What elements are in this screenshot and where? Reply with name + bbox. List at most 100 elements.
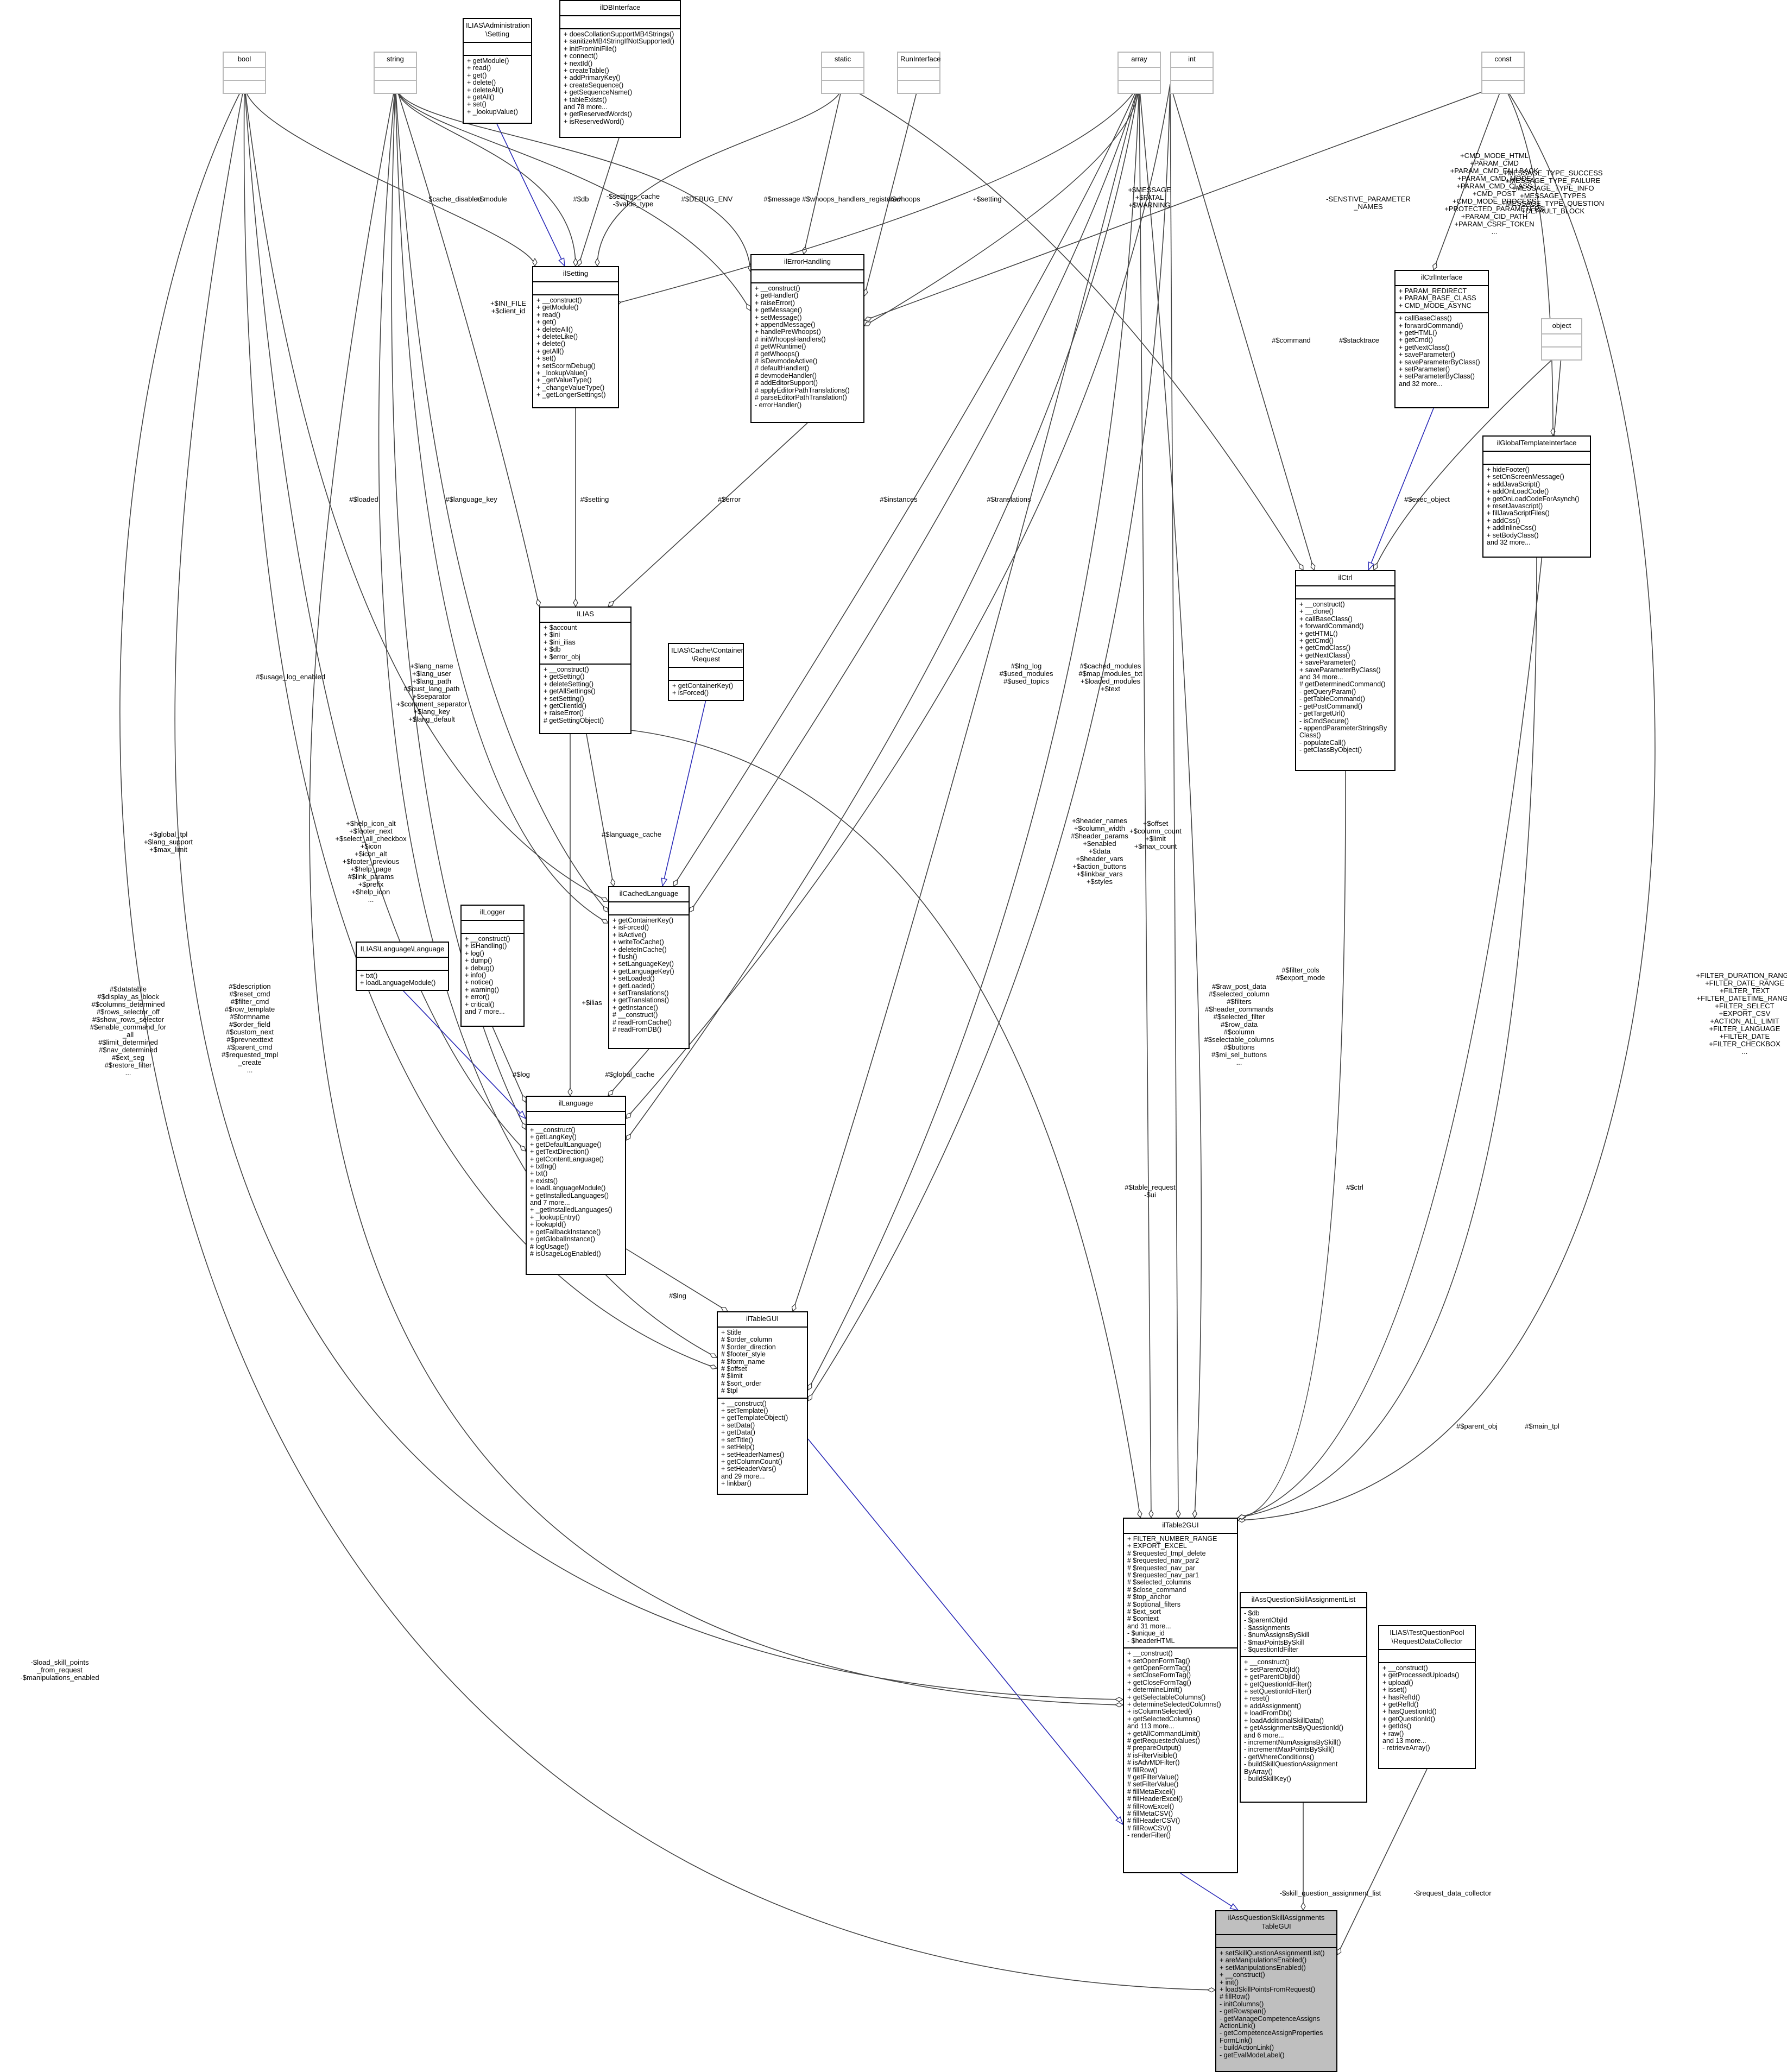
edge-label: #$exec_object	[1404, 495, 1450, 503]
class-node-lang_language[interactable]: ILIAS\Language\Language+ txt()+ loadLang…	[356, 942, 449, 991]
class-node-iltablegui[interactable]: ilTableGUI+ $title# $order_column# $orde…	[717, 1311, 808, 1495]
class-node-ilassqsatablegui[interactable]: ilAssQuestionSkillAssignments TableGUI+ …	[1215, 1910, 1337, 2072]
class-title: ILIAS\Administration \Setting	[464, 19, 531, 43]
class-node-ilerrorhandling[interactable]: ilErrorHandling+ __construct()+ getHandl…	[750, 254, 864, 423]
class-node-reqcollector[interactable]: ILIAS\TestQuestionPool \RequestDataColle…	[1378, 1625, 1476, 1769]
class-node-const[interactable]: const	[1481, 52, 1525, 94]
method-item: + isForced()	[672, 689, 709, 697]
class-title: ilAssQuestionSkillAssignmentList	[1241, 1593, 1366, 1608]
method-item: and 7 more...	[465, 1008, 505, 1016]
class-node-ilglobaltemplateinterface[interactable]: ilGlobalTemplateInterface+ hideFooter()+…	[1482, 435, 1591, 558]
method-item: and 13 more...	[1382, 1737, 1426, 1745]
method-item: + _getValueType()	[536, 376, 592, 384]
method-item: + warning()	[465, 986, 499, 994]
class-node-ilassqsalist[interactable]: ilAssQuestionSkillAssignmentList- $db- $…	[1240, 1592, 1367, 1803]
edge-label: -$skill_question_assignment_list	[1279, 1889, 1381, 1897]
class-node-illogger[interactable]: ilLogger+ __construct()+ isHandling()+ l…	[460, 905, 525, 1027]
edge-usage-5	[395, 84, 751, 311]
method-item: + get()	[536, 318, 557, 326]
class-node-bool[interactable]: bool	[223, 52, 266, 94]
method-item: - getPostCommand()	[1299, 702, 1363, 710]
method-item: # devmodeHandler()	[755, 371, 817, 380]
method-item: + determineLimit()	[1127, 1686, 1183, 1694]
class-title: array	[1119, 53, 1160, 68]
method-item: + hasQuestionId()	[1382, 1708, 1437, 1716]
method-item: + critical()	[465, 1000, 495, 1008]
class-title: string	[375, 53, 416, 68]
method-item: - incrementMaxPointsBySkill()	[1244, 1746, 1335, 1754]
method-item: + txt()	[530, 1170, 548, 1178]
edge-usage-24	[395, 84, 608, 912]
class-node-static[interactable]: static	[821, 52, 864, 94]
edge-usage-41	[808, 84, 1140, 1390]
method-item: + setLoaded()	[612, 975, 655, 983]
class-methods	[1482, 81, 1524, 93]
class-node-array[interactable]: array	[1117, 52, 1161, 94]
class-methods: + __construct()+ isHandling()+ log()+ du…	[462, 934, 523, 1018]
class-attributes: + PARAM_REDIRECT+ PARAM_BASE_CLASS+ CMD_…	[1395, 286, 1488, 314]
edge-label: #$lng_log #$used_modules #$used_topics	[999, 662, 1053, 685]
edge-label: #$db	[573, 195, 589, 203]
class-node-string[interactable]: string	[374, 52, 417, 94]
edge-label: #$loaded	[349, 495, 378, 503]
method-item: + _changeValueType()	[536, 383, 605, 391]
method-item: + saveParameter()	[1399, 351, 1455, 359]
class-node-ilctrl[interactable]: ilCtrl+ __construct()+ __clone()+ callBa…	[1295, 570, 1395, 771]
method-item: # isAdvMDFilter()	[1127, 1759, 1180, 1767]
edge-label: #$translations	[987, 495, 1031, 503]
edge-label: #$command	[1272, 336, 1311, 344]
class-node-cache_request[interactable]: ILIAS\Cache\Container \Request+ getConta…	[668, 643, 744, 701]
class-title: ilGlobalTemplateInterface	[1483, 437, 1590, 452]
method-item: + getCmd()	[1299, 637, 1334, 645]
class-title: const	[1482, 53, 1524, 68]
method-item: - populateCall()	[1299, 738, 1346, 747]
method-item: - getCompetenceAssignProperties	[1220, 2029, 1323, 2037]
method-item: # getDeterminedCommand()	[1299, 680, 1386, 688]
edge-usage-55	[1337, 1768, 1428, 1955]
edge-label: #$stacktrace	[1339, 336, 1379, 344]
method-item: + writeToCache()	[612, 938, 664, 946]
edge-inheritance-2	[496, 123, 565, 266]
class-attributes	[898, 68, 939, 81]
attribute-item: + $title	[721, 1329, 742, 1336]
class-node-runinterface[interactable]: RunInterface	[897, 52, 940, 94]
attribute-item: + $ini	[544, 631, 560, 639]
method-item: # fillRowExcel()	[1127, 1802, 1175, 1810]
class-node-object[interactable]: object	[1541, 318, 1582, 361]
method-item: # defaultHandler()	[755, 364, 810, 372]
class-node-ildbinterface[interactable]: ilDBInterface+ doesCollationSupportMB4St…	[559, 0, 681, 138]
class-title: ilLanguage	[527, 1097, 625, 1112]
edge-label: #$whoops	[888, 195, 920, 203]
method-item: - isCmdSecure()	[1299, 717, 1349, 725]
method-item: and 7 more...	[530, 1199, 570, 1207]
method-item: + getOnLoadCodeForAsynch()	[1487, 495, 1580, 503]
class-title: ILIAS\Cache\Container \Request	[669, 644, 743, 668]
edge-label: #$setting	[580, 495, 609, 503]
class-methods: + __construct()+ setOpenFormTag()+ getOp…	[1124, 1648, 1237, 1842]
class-node-int[interactable]: int	[1170, 52, 1214, 94]
method-item: + info()	[465, 971, 487, 980]
method-item: + setMessage()	[755, 313, 802, 321]
class-node-ilsetting[interactable]: ilSetting+ __construct()+ getModule()+ r…	[532, 266, 619, 408]
method-item: + getGlobalInstance()	[530, 1235, 595, 1243]
method-item: + handlePreWhoops()	[755, 328, 821, 336]
method-item: + getModule()	[536, 304, 579, 312]
method-item: + lookupId()	[530, 1221, 566, 1229]
class-node-iltable2gui[interactable]: ilTable2GUI+ FILTER_NUMBER_RANGE+ EXPORT…	[1123, 1518, 1238, 1873]
class-node-ilctrlinterface[interactable]: ilCtrlInterface+ PARAM_REDIRECT+ PARAM_B…	[1394, 270, 1489, 408]
method-item: + setHelp()	[721, 1443, 755, 1451]
edge-label: #$DEBUG_ENV	[681, 195, 733, 203]
method-item: + addOnLoadCode()	[1487, 488, 1549, 496]
class-title: ilSetting	[533, 267, 618, 282]
method-item: + getMessage()	[755, 306, 803, 314]
edge-usage-47	[1170, 84, 1178, 1518]
class-node-ilias[interactable]: ILIAS+ $account+ $ini+ $ini_ilias+ $db+ …	[539, 607, 632, 734]
class-node-illanguage[interactable]: ilLanguage + __construct()+ getLangKey()+…	[526, 1096, 626, 1275]
class-node-ilcachedlanguage[interactable]: ilCachedLanguage+ getContainerKey()+ isF…	[608, 886, 690, 1049]
class-methods: + getContainerKey()+ isForced()+ isActiv…	[609, 915, 689, 1037]
class-methods: + __construct()+ getLangKey()+ getDefaul…	[527, 1125, 625, 1260]
edge-label: +$lang_name +$lang_user +$lang_path #$cu…	[396, 662, 468, 723]
edge-label: #$cached_modules #$map_modules_txt +$loa…	[1078, 662, 1142, 693]
method-item: + debug()	[465, 964, 494, 972]
class-node-admin_setting[interactable]: ILIAS\Administration \Setting+ getModule…	[463, 18, 532, 124]
